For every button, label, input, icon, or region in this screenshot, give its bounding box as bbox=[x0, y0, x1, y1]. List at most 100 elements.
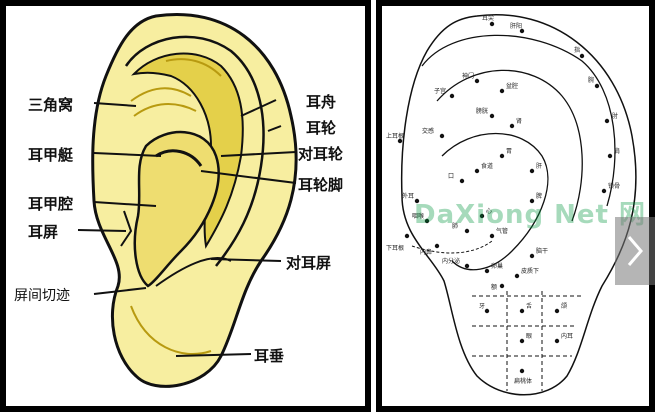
map-dashed-line-1 bbox=[411, 240, 493, 254]
ear-anatomy-panel: 三角窝 耳甲艇 耳甲腔 耳屏 屏间切迹 耳舟 耳轮 对耳轮 耳轮脚 对耳屏 耳垂 bbox=[0, 0, 371, 412]
acupoint-map-panel: 耳尖 肝阳 指 腕 肘 肩 锁骨 神门 盆腔 子宫 交感 胃 肝 脾 肾 膀胱 … bbox=[376, 0, 655, 412]
pt-label-25: 额 bbox=[491, 283, 497, 291]
point-inner-ear bbox=[554, 338, 560, 344]
leader-sanjiaowo bbox=[93, 102, 137, 107]
chevron-right-icon bbox=[627, 236, 643, 266]
pt-label-27: 牙 bbox=[479, 303, 485, 310]
pt-label-30: 内耳 bbox=[561, 332, 573, 340]
leader-pingjianqieji bbox=[93, 287, 147, 295]
pt-label-26: 眼 bbox=[526, 333, 532, 340]
label-duierlun: 对耳轮 bbox=[298, 145, 344, 163]
point-clavicle bbox=[601, 188, 607, 194]
leader-duierlun bbox=[220, 151, 297, 157]
point-upper-root bbox=[397, 138, 403, 144]
pt-label-21: 内分泌 bbox=[442, 257, 460, 265]
pt-label-2: 指 bbox=[574, 46, 580, 54]
acupoint-dots bbox=[397, 21, 613, 374]
point-wrist bbox=[594, 83, 600, 89]
pt-label-32: 上耳根 bbox=[386, 132, 404, 140]
pt-label-18: 气管 bbox=[496, 227, 508, 235]
pt-label-16: 心 bbox=[486, 208, 492, 215]
pt-label-11: 胃 bbox=[506, 148, 512, 155]
pt-label-10: 交感 bbox=[422, 127, 434, 135]
point-lower-root bbox=[404, 233, 410, 239]
point-tongue bbox=[519, 308, 525, 314]
pt-label-13: 脾 bbox=[536, 192, 542, 200]
label-erlunjiao: 耳轮脚 bbox=[298, 176, 344, 194]
label-erping: 耳屏 bbox=[28, 223, 59, 241]
watermark-text: DaXiong Net 网 bbox=[414, 200, 646, 230]
leader-erping bbox=[77, 229, 127, 232]
point-mouth bbox=[459, 178, 465, 184]
pt-label-3: 腕 bbox=[588, 76, 594, 84]
label-duierping: 对耳屏 bbox=[286, 254, 332, 272]
leader-erlun bbox=[267, 125, 282, 132]
pt-label-1: 肝阳 bbox=[510, 22, 522, 30]
pt-label-35: 咽喉 bbox=[412, 212, 424, 220]
label-sanjiaowo: 三角窝 bbox=[28, 96, 74, 114]
point-subcortex bbox=[514, 273, 520, 279]
ear-anatomy-canvas: 三角窝 耳甲艇 耳甲腔 耳屏 屏间切迹 耳舟 耳轮 对耳轮 耳轮脚 对耳屏 耳垂 bbox=[6, 6, 365, 406]
fossa-stripe-1 bbox=[130, 87, 192, 102]
point-tooth bbox=[484, 308, 490, 314]
point-liver bbox=[529, 168, 535, 174]
point-stomach bbox=[499, 153, 505, 159]
pt-label-15: 膀胱 bbox=[476, 107, 488, 115]
acupoint-ear-map: 耳尖 肝阳 指 腕 肘 肩 锁骨 神门 盆腔 子宫 交感 胃 肝 脾 肾 膀胱 … bbox=[386, 14, 637, 396]
leader-erjiaqiang bbox=[93, 201, 157, 207]
scapha-stripe bbox=[165, 58, 222, 77]
map-ear-outline bbox=[400, 14, 637, 396]
point-heart bbox=[479, 213, 485, 219]
label-erlun: 耳轮 bbox=[306, 119, 337, 137]
label-pingjianqieji: 屏间切迹 bbox=[14, 288, 70, 304]
fossa-stripe-2 bbox=[133, 103, 197, 117]
leader-erchui bbox=[175, 353, 252, 357]
acupoint-labels: 耳尖 肝阳 指 腕 肘 肩 锁骨 神门 盆腔 子宫 交感 胃 肝 脾 肾 膀胱 … bbox=[386, 14, 620, 385]
next-image-button[interactable] bbox=[615, 217, 655, 285]
pt-label-17: 肺 bbox=[452, 223, 458, 230]
pt-label-6: 锁骨 bbox=[608, 182, 620, 190]
point-brainstem bbox=[529, 253, 535, 259]
point-uterus bbox=[449, 93, 455, 99]
point-jaw bbox=[554, 308, 560, 314]
helix-crus bbox=[155, 149, 203, 167]
pt-label-9: 子宫 bbox=[434, 87, 446, 95]
pt-label-33: 下耳根 bbox=[386, 244, 404, 252]
pt-label-8: 盆腔 bbox=[506, 82, 518, 90]
pt-label-5: 肩 bbox=[614, 147, 620, 155]
point-tonsil bbox=[519, 368, 525, 374]
leader-erlunjiao bbox=[200, 170, 297, 184]
pt-label-12: 肝 bbox=[536, 163, 542, 170]
map-concha-line bbox=[441, 132, 549, 271]
label-erjiaqiang: 耳甲腔 bbox=[28, 195, 74, 213]
label-erjiating: 耳甲艇 bbox=[28, 146, 74, 164]
acupoint-map-canvas: 耳尖 肝阳 指 腕 肘 肩 锁骨 神门 盆腔 子宫 交感 胃 肝 脾 肾 膀胱 … bbox=[382, 6, 649, 406]
point-pelvis bbox=[499, 88, 505, 94]
pt-label-29: 颌 bbox=[561, 302, 567, 310]
pt-label-36: 内鼻 bbox=[420, 248, 432, 256]
pt-label-22: 卵巢 bbox=[491, 262, 503, 270]
point-esophagus bbox=[474, 168, 480, 174]
pt-label-19: 口 bbox=[448, 173, 454, 180]
leader-lines bbox=[77, 99, 297, 357]
lobe-curve bbox=[130, 305, 212, 355]
leader-duierping bbox=[210, 258, 282, 262]
pt-label-23: 脑干 bbox=[536, 247, 548, 255]
map-lobe-grid bbox=[472, 291, 582, 391]
pt-label-34: 外耳 bbox=[402, 192, 414, 200]
pt-label-14: 肾 bbox=[516, 117, 522, 125]
helix-line bbox=[124, 35, 265, 267]
point-inner-nose bbox=[434, 243, 440, 249]
pt-label-4: 肘 bbox=[612, 112, 618, 120]
pt-label-0: 耳尖 bbox=[482, 14, 494, 22]
pt-label-28: 舌 bbox=[526, 302, 532, 310]
tragus-mark bbox=[120, 210, 133, 247]
point-shenmen bbox=[474, 78, 480, 84]
point-elbow bbox=[604, 118, 610, 124]
point-ovary bbox=[484, 268, 490, 274]
point-finger bbox=[579, 53, 585, 59]
pt-label-20: 食道 bbox=[481, 162, 493, 170]
pt-label-7: 神门 bbox=[462, 72, 474, 80]
leader-erjiating bbox=[93, 152, 162, 157]
point-shoulder bbox=[607, 153, 613, 159]
